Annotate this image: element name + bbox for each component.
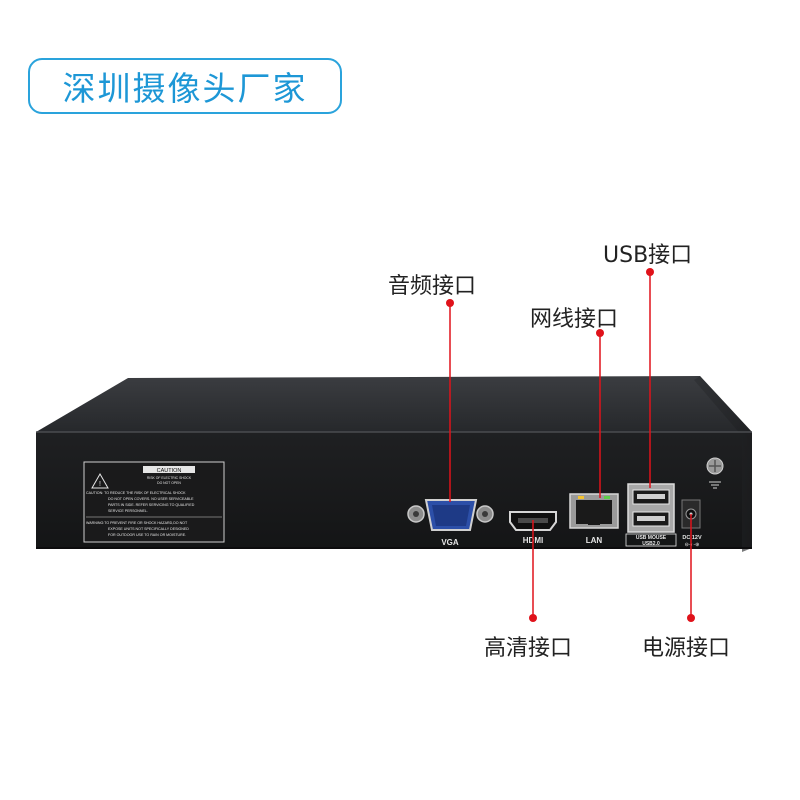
- leader-hd-dot: [529, 614, 537, 622]
- callout-audio: 音频接口: [388, 274, 477, 299]
- callout-network: 网线接口: [530, 307, 619, 332]
- warning-line-6: EXPOSE UNITS NOT SPECIFICALLY DESIGNED: [108, 527, 189, 531]
- leader-network-dot: [596, 329, 604, 337]
- warning-line-7: FOR OUTDOOR USE TO RAIN OR MOISTURE.: [108, 533, 186, 537]
- callout-hd: 高清接口: [484, 636, 573, 661]
- title-banner: 深圳摄像头厂家: [28, 58, 342, 114]
- warning-line-3: PARTS IN SIDE. REFER SERVICING TO QUALIF…: [108, 503, 195, 507]
- warning-line-2: DO NOT OPEN COVERS. NO USER SERVICEABLE: [108, 497, 194, 501]
- warning-line-1: CAUTION: TO REDUCE THE RISK OF ELECTRICA…: [86, 491, 186, 495]
- vga-label: VGA: [441, 538, 459, 547]
- vga-port: VGA: [407, 499, 494, 547]
- callout-usb: USB接口: [603, 243, 693, 268]
- nvr-top-face: [36, 376, 752, 432]
- leader-usb-dot: [646, 268, 654, 276]
- title-text: 深圳摄像头厂家: [62, 69, 308, 108]
- risk-line: RISK OF ELECTRIC SHOCK: [147, 476, 192, 480]
- warning-line-5: WARNING:TO PREVENT FIRE OR SHOCK HAZARD,…: [86, 521, 188, 525]
- leader-audio-dot: [446, 299, 454, 307]
- leader-lines: [446, 268, 695, 622]
- callout-power: 电源接口: [642, 636, 731, 661]
- dc-label: DC 12V: [682, 535, 702, 541]
- lan-port: LAN: [569, 493, 619, 545]
- warning-line-4: SERVICE PERSONNEL.: [108, 509, 148, 513]
- warning-label: ! CAUTION RISK OF ELECTRIC SHOCK DO NOT …: [83, 461, 225, 543]
- dc-power-jack: DC 12V ⊖-◐-⊕: [681, 499, 702, 548]
- ground-screw-icon: [706, 457, 724, 489]
- usb-mouse-label: USB MOUSE: [636, 535, 667, 541]
- usb-version-label: USB2.0: [642, 541, 660, 547]
- nvr-side-face: [694, 376, 752, 552]
- caution-heading: CAUTION: [157, 468, 182, 474]
- leader-power-dot: [687, 614, 695, 622]
- usb-ports: USB MOUSE USB2.0: [625, 483, 677, 547]
- dc-polarity-symbol: ⊖-◐-⊕: [685, 542, 700, 548]
- do-not-open-line: DO NOT OPEN: [157, 481, 181, 485]
- svg-text:!: !: [99, 481, 101, 488]
- lan-label: LAN: [586, 536, 603, 545]
